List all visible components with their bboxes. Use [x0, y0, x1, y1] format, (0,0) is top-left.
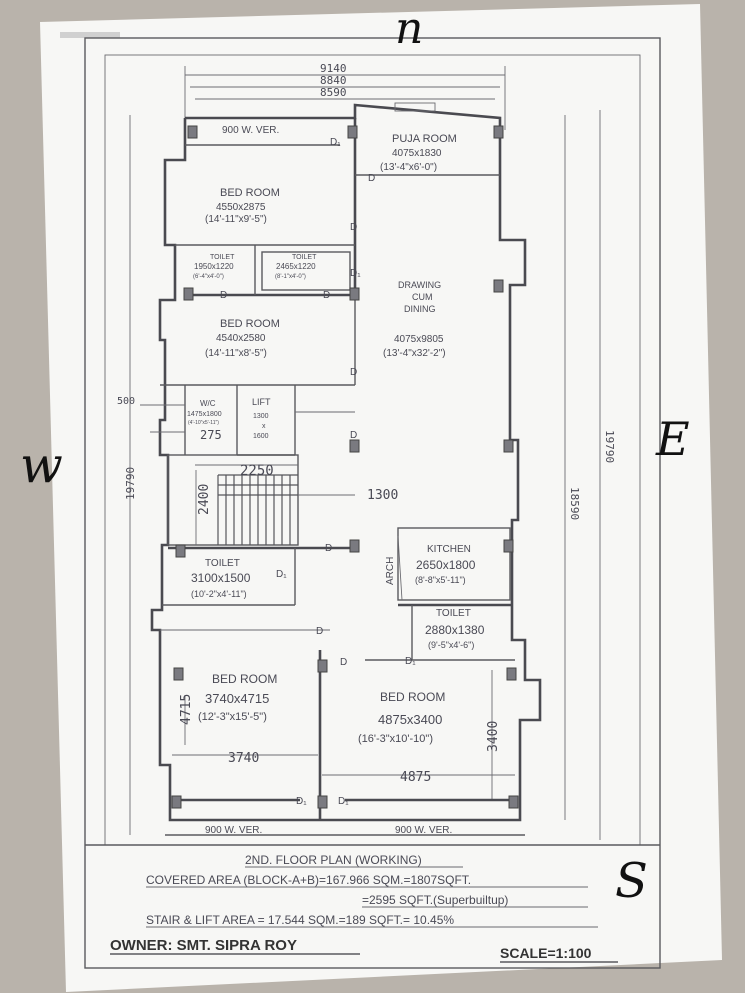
superbuilt-area: =2595 SQFT.(Superbuiltup)	[362, 893, 508, 907]
veranda-br-label: 900 W. VER.	[395, 825, 452, 836]
dim-1300: 1300	[367, 488, 398, 503]
door-d-bed2: D	[350, 367, 357, 378]
window-top	[394, 102, 436, 112]
toilet3-size: 3100x1500	[191, 571, 251, 585]
bed1-size: 4550x2875	[216, 202, 266, 213]
dim-2400: 2400	[197, 484, 212, 515]
door-d1-toilet2: D₁	[350, 268, 361, 279]
dim-8840: 8840	[320, 74, 347, 87]
building-outline	[150, 103, 542, 822]
puja-room-imperial: (13'-4"x6'-0")	[380, 162, 437, 173]
door-d-puja: D	[368, 173, 375, 184]
toilet2-name: TOILET	[292, 254, 317, 261]
dim-3740: 3740	[228, 751, 259, 766]
door-d1-veranda-bl: D₁	[296, 796, 307, 807]
veranda-top-label: 900 W. VER.	[222, 125, 279, 136]
north-label: n	[395, 3, 423, 54]
bed4-size: 4875x3400	[378, 712, 442, 727]
stair-treads	[217, 474, 298, 545]
kitchen-name: KITCHEN	[427, 544, 471, 555]
toilet2-size: 2465x1220	[276, 262, 316, 271]
toilet4-size: 2880x1380	[425, 623, 485, 637]
door-d-bed1: D	[350, 222, 357, 233]
sheet-border	[84, 37, 661, 969]
bed1-name: BED ROOM	[220, 187, 280, 199]
bed3-name: BED ROOM	[212, 672, 277, 686]
drawing-imperial: (13'-4"x32'-2")	[383, 348, 446, 359]
owner-name: OWNER: SMT. SIPRA ROY	[110, 937, 297, 954]
puja-room-name: PUJA ROOM	[392, 133, 457, 145]
paper	[40, 4, 722, 992]
paper-corner-mark	[60, 32, 120, 38]
structural-columns	[171, 125, 519, 809]
bed4-imperial: (16'-3"x10'-10")	[358, 733, 433, 745]
bed3-imperial: (12'-3"x15'-5")	[198, 711, 267, 723]
lift-width: 1300	[253, 413, 269, 420]
dim-2250: 2250	[240, 463, 274, 479]
door-d-stair: D	[325, 543, 332, 554]
bed1-imperial: (14'-11"x9'-5")	[205, 214, 267, 225]
toilet2-box	[261, 251, 351, 291]
toilet1-name: TOILET	[210, 254, 235, 261]
east-label: E	[655, 412, 690, 466]
bed4-name: BED ROOM	[380, 690, 445, 704]
dim-8590: 8590	[320, 86, 347, 99]
arch-label: ARCH	[385, 557, 396, 585]
lift-x: x	[262, 423, 266, 430]
bed2-size: 4540x2580	[216, 333, 266, 344]
dim-right-19790: 19790	[603, 430, 616, 463]
toilet3-imperial: (10'-2"x4'-11")	[191, 589, 247, 599]
door-d-bed3: D	[316, 626, 323, 637]
scale-label: SCALE=1:100	[500, 945, 592, 961]
door-d1-veranda-br: D₁	[338, 796, 349, 807]
stair-well	[167, 454, 299, 546]
plan-title: 2ND. FLOOR PLAN (WORKING)	[245, 853, 422, 867]
door-d-toilet2: D	[323, 290, 330, 301]
drawing-label-2: CUM	[412, 292, 433, 302]
toilet4-imperial: (9'-5"x4'-6")	[428, 640, 474, 650]
door-d-lift: D	[350, 430, 357, 441]
kitchen-box	[397, 527, 511, 601]
bed2-imperial: (14'-11"x8'-5")	[205, 348, 267, 359]
dim-500: 500	[117, 396, 135, 407]
bed2-name: BED ROOM	[220, 318, 280, 330]
door-d-toilet1: D	[220, 290, 227, 301]
door-d1-toilet3: D₁	[276, 569, 287, 580]
door-d1-toilet4: D₁	[405, 656, 416, 667]
door-d-bed4: D	[340, 657, 347, 668]
dim-right-18590: 18590	[568, 487, 581, 520]
wc-name: W/C	[200, 399, 216, 408]
dim-left-19790: 19790	[124, 467, 137, 500]
dim-4875: 4875	[400, 770, 431, 785]
puja-room-size: 4075x1830	[392, 148, 442, 159]
kitchen-imperial: (8'-8"x5'-11")	[415, 575, 466, 585]
dim-275: 275	[200, 428, 222, 442]
lift-name: LIFT	[252, 397, 271, 407]
toilet2-imperial: (8'-1"x4'-0")	[275, 274, 306, 280]
drawing-size: 4075x9805	[394, 334, 444, 345]
kitchen-size: 2650x1800	[416, 558, 476, 572]
stair-lift-area: STAIR & LIFT AREA = 17.544 SQM.=189 SQFT…	[146, 913, 454, 927]
dim-4715: 4715	[179, 694, 194, 725]
wc-imperial: (4'-10"x5'-11")	[188, 420, 219, 426]
toilet1-imperial: (6'-4"x4'-0")	[193, 274, 224, 280]
wc-size: 1475x1800	[187, 411, 222, 418]
lift-height: 1600	[253, 433, 269, 440]
toilet1-size: 1950x1220	[194, 262, 234, 271]
drawing-label-3: DINING	[404, 304, 436, 314]
west-label: w	[20, 436, 63, 494]
toilet4-name: TOILET	[436, 608, 471, 619]
bed3-size: 3740x4715	[205, 691, 269, 706]
arch-line	[397, 535, 403, 601]
door-d1-bed1: D₁	[330, 137, 341, 148]
dim-9140: 9140	[320, 62, 347, 75]
south-label: S	[615, 853, 648, 909]
covered-area: COVERED AREA (BLOCK-A+B)=167.966 SQM.=18…	[146, 873, 471, 887]
drawing-label-1: DRAWING	[398, 280, 441, 290]
dim-3400: 3400	[486, 721, 501, 752]
toilet3-name: TOILET	[205, 558, 240, 569]
veranda-bl-label: 900 W. VER.	[205, 825, 262, 836]
